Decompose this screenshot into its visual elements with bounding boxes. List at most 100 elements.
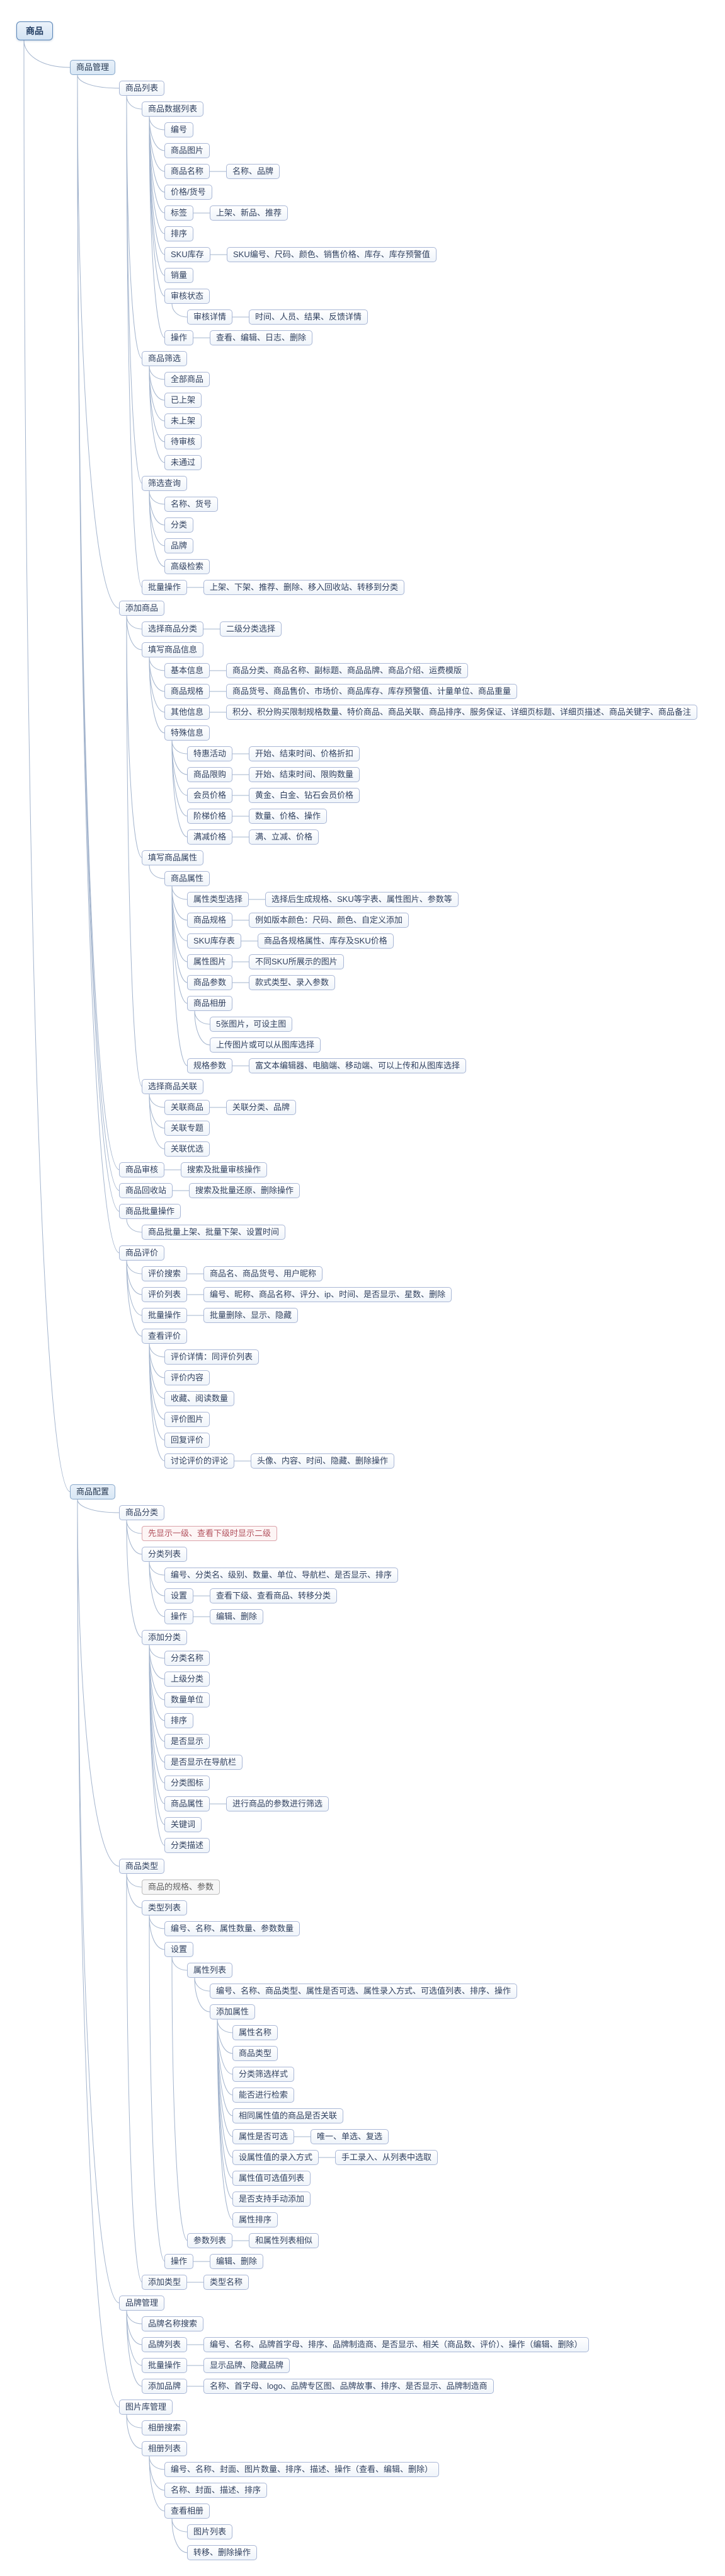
topic[interactable]: 属性类型选择 [187, 892, 249, 907]
detail-topic[interactable]: 数量、价格、操作 [249, 809, 328, 824]
note-topic[interactable]: 商品的规格、参数 [142, 1880, 220, 1895]
topic[interactable]: 添加分类 [142, 1630, 188, 1645]
topic[interactable]: 回复评价 [164, 1433, 210, 1448]
topic[interactable]: 评价详情：同评价列表 [164, 1349, 260, 1365]
topic[interactable]: 转移、删除操作 [187, 2545, 258, 2560]
topic[interactable]: 编号、分类名、级别、数量、单位、导航栏、是否显示、排序 [164, 1568, 399, 1583]
topic[interactable]: 上级分类 [164, 1672, 210, 1687]
topic[interactable]: 排序 [164, 1713, 194, 1728]
root-topic[interactable]: 商品 [16, 21, 53, 40]
topic[interactable]: 品牌管理 [119, 2296, 165, 2311]
detail-topic[interactable]: 进行商品的参数进行筛选 [226, 1796, 329, 1811]
topic[interactable]: 属性名称 [232, 2025, 278, 2040]
topic[interactable]: 商品属性 [164, 1796, 210, 1811]
topic[interactable]: 商品列表 [119, 81, 165, 96]
topic[interactable]: 评价列表 [142, 1287, 188, 1302]
topic[interactable]: 商品评价 [119, 1245, 165, 1261]
topic[interactable]: 讨论评价的评论 [164, 1453, 235, 1469]
topic[interactable]: 商品数据列表 [142, 101, 204, 117]
topic[interactable]: 基本信息 [164, 663, 210, 678]
topic[interactable]: 操作 [164, 330, 194, 345]
topic[interactable]: 评价内容 [164, 1370, 210, 1385]
topic[interactable]: 商品类型 [232, 2046, 278, 2061]
topic[interactable]: 属性列表 [187, 1963, 233, 1978]
detail-topic[interactable]: 批量删除、显示、隐藏 [203, 1308, 299, 1323]
topic[interactable]: 编号、名称、封面、图片数量、排序、描述、操作（查看、编辑、删除） [164, 2462, 440, 2477]
topic[interactable]: 商品相册 [187, 996, 233, 1011]
topic[interactable]: 图片库管理 [119, 2400, 173, 2415]
topic[interactable]: 相册列表 [142, 2441, 188, 2456]
topic[interactable]: 分类 [164, 517, 194, 533]
topic[interactable]: 查看评价 [142, 1329, 188, 1344]
topic[interactable]: 属性是否可选 [232, 2129, 295, 2144]
topic[interactable]: 审核详情 [187, 309, 233, 325]
topic[interactable]: 商品回收站 [119, 1183, 173, 1198]
topic[interactable]: 品牌 [164, 538, 194, 553]
detail-topic[interactable]: 积分、积分购买限制规格数量、特价商品、商品关联、商品排序、服务保证、详细页标题、… [226, 705, 698, 720]
detail-topic[interactable]: 富文本编辑器、电脑端、移动端、可以上传和从图库选择 [249, 1058, 467, 1073]
topic[interactable]: 上传图片或可以从图库选择 [210, 1037, 321, 1053]
topic[interactable]: 商品批量上架、批量下架、设置时间 [142, 1225, 286, 1240]
topic[interactable]: 商品限购 [187, 767, 233, 782]
topic[interactable]: 图片列表 [187, 2524, 233, 2539]
topic[interactable]: 高级检索 [164, 559, 210, 574]
detail-topic[interactable]: 搜索及批量审核操作 [181, 1162, 268, 1177]
topic[interactable]: 设属性值的录入方式 [232, 2150, 319, 2165]
topic[interactable]: 未通过 [164, 455, 202, 470]
detail-topic[interactable]: 商品各规格属性、库存及SKU价格 [258, 933, 394, 949]
topic[interactable]: 属性值可选值列表 [232, 2171, 311, 2186]
topic[interactable]: 商品规格 [164, 684, 210, 699]
topic[interactable]: 查看相册 [164, 2504, 210, 2519]
topic[interactable]: 标签 [164, 205, 194, 221]
topic[interactable]: 相册搜索 [142, 2420, 188, 2435]
topic[interactable]: 5张图片，可设主图 [210, 1017, 293, 1032]
topic[interactable]: 是否显示 [164, 1734, 210, 1749]
detail-topic[interactable]: 时间、人员、结果、反馈详情 [249, 309, 368, 325]
topic[interactable]: 关联专题 [164, 1121, 210, 1136]
topic[interactable]: 未上架 [164, 413, 202, 429]
topic[interactable]: 品牌名称搜索 [142, 2316, 204, 2331]
detail-topic[interactable]: 商品分类、商品名称、副标题、商品品牌、商品介绍、运费模版 [226, 663, 469, 678]
topic[interactable]: 待审核 [164, 434, 202, 449]
detail-topic[interactable]: 二级分类选择 [220, 621, 282, 637]
topic[interactable]: 商品属性 [164, 871, 210, 886]
topic[interactable]: 其他信息 [164, 705, 210, 720]
topic[interactable]: 排序 [164, 226, 194, 241]
detail-topic[interactable]: 开始、结束时间、限购数量 [249, 767, 360, 782]
topic[interactable]: 设置 [164, 1942, 194, 1957]
topic[interactable]: 分类筛选样式 [232, 2067, 295, 2082]
topic[interactable]: 评价图片 [164, 1412, 210, 1427]
topic[interactable]: 满减价格 [187, 829, 233, 845]
topic[interactable]: 评价搜索 [142, 1266, 188, 1281]
topic[interactable]: 参数列表 [187, 2233, 233, 2248]
topic[interactable]: 名称、货号 [164, 497, 219, 512]
topic[interactable]: 操作 [164, 2254, 194, 2269]
topic[interactable]: 编号 [164, 122, 194, 137]
detail-topic[interactable]: 名称、品牌 [226, 164, 280, 179]
detail-topic[interactable]: 黄金、白金、钻石会员价格 [249, 788, 360, 803]
topic[interactable]: 添加商品 [119, 601, 165, 616]
topic[interactable]: 添加属性 [210, 2004, 256, 2019]
topic[interactable]: 商品批量操作 [119, 1204, 181, 1219]
topic[interactable]: 填写商品属性 [142, 850, 204, 865]
topic[interactable]: 分类名称 [164, 1651, 210, 1666]
topic[interactable]: 编号、名称、属性数量、参数数量 [164, 1921, 300, 1936]
topic[interactable]: 能否进行检索 [232, 2088, 295, 2103]
topic[interactable]: 选择商品关联 [142, 1079, 204, 1094]
topic[interactable]: 是否支持手动添加 [232, 2192, 311, 2207]
topic[interactable]: 批量操作 [142, 1308, 188, 1323]
topic[interactable]: 数量单位 [164, 1692, 210, 1707]
topic[interactable]: 特惠活动 [187, 746, 233, 761]
detail-topic[interactable]: 上架、新品、推荐 [210, 205, 288, 221]
topic[interactable]: SKU库存表 [187, 933, 241, 949]
topic[interactable]: 属性图片 [187, 954, 233, 969]
detail-topic[interactable]: 编号、昵称、商品名称、评分、ip、时间、是否显示、星数、删除 [203, 1287, 452, 1302]
detail-topic[interactable]: 和属性列表相似 [249, 2233, 319, 2248]
topic[interactable]: 属性排序 [232, 2212, 278, 2227]
topic[interactable]: 商品分类 [119, 1505, 165, 1520]
topic[interactable]: SKU库存 [164, 247, 210, 262]
main-topic[interactable]: 商品管理 [70, 60, 116, 75]
detail-topic[interactable]: 例如版本颜色：尺码、颜色、自定义添加 [249, 913, 409, 928]
topic[interactable]: 审核状态 [164, 289, 210, 304]
topic[interactable]: 分类描述 [164, 1838, 210, 1853]
